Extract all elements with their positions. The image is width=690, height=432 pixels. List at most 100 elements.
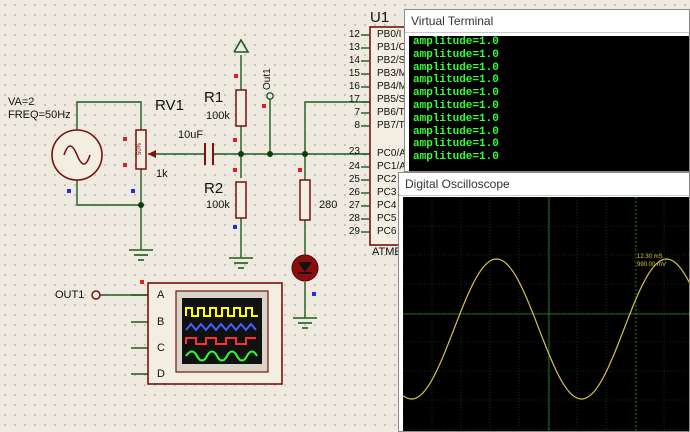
terminal-line: amplitude=1.0	[413, 87, 499, 100]
scope-channel-b: B	[157, 316, 165, 328]
sine-icon	[63, 145, 91, 165]
mcu-pin-number: 8	[354, 120, 360, 131]
ground-symbol	[129, 249, 317, 329]
mcu-pin-name: PB3/M	[377, 68, 408, 79]
readout-voltage: 990.00 mV	[637, 262, 667, 268]
scope-channel-a: A	[157, 289, 165, 301]
mcu-pin-number: 7	[354, 107, 360, 118]
terminal-line: amplitude=1.0	[413, 99, 499, 112]
source-frequency-label: FREQ=50Hz	[8, 109, 71, 121]
mcu-pin-number: 29	[348, 226, 360, 237]
resistor-r3[interactable]	[299, 179, 311, 221]
mcu-pin-number: 14	[348, 55, 360, 66]
mcu-pin-name: PB0/I	[377, 29, 402, 40]
junction-dot	[138, 151, 308, 208]
pin-marker	[312, 292, 316, 296]
mcu-pin-name: PB6/T	[377, 107, 405, 118]
wire	[76, 180, 141, 206]
r2-value-label: 100k	[206, 199, 230, 211]
terminal-line: amplitude=1.0	[413, 36, 499, 48]
mcu-pin-name: PB5/S	[377, 94, 406, 105]
oscilloscope-trace	[403, 258, 689, 400]
r1-name-label: R1	[204, 89, 224, 106]
terminal-output[interactable]: amplitude=1.0 amplitude=1.0 amplitude=1.…	[409, 36, 689, 171]
virtual-terminal-window[interactable]: Virtual Terminal amplitude=1.0 amplitude…	[404, 9, 690, 172]
pin-marker	[262, 104, 266, 108]
digital-oscilloscope-window[interactable]: Digital Oscilloscope 12.30 mS 990.00 mV	[398, 172, 690, 432]
pin-marker	[234, 74, 238, 78]
pin-marker	[67, 189, 71, 193]
scope-preview-traces	[185, 307, 258, 362]
probe-name-label: Out1	[262, 68, 273, 90]
wire	[304, 101, 370, 154]
mcu-pin-name: PC3	[377, 187, 397, 198]
terminal-out1-label: OUT1	[55, 289, 85, 301]
mcu-pin-name: PB7/T	[377, 120, 405, 131]
rv1-name-label: RV1	[155, 97, 184, 114]
mcu-pin-number: 23	[348, 146, 360, 157]
mcu-pin-number: 26	[348, 187, 360, 198]
mcu-pin-number: 13	[348, 42, 360, 53]
mcu-pin-name: PC6	[377, 226, 397, 237]
wire	[76, 101, 142, 130]
mcu-pin-number: 28	[348, 213, 360, 224]
mcu-pin-name: PC0/A	[377, 148, 406, 159]
terminal-line: amplitude=1.0	[413, 61, 499, 74]
terminal-line: amplitude=1.0	[413, 138, 499, 151]
mcu-pin-number: 12	[348, 29, 360, 40]
mcu-pin-number: 17	[348, 94, 360, 105]
pin-marker	[123, 163, 127, 167]
oscilloscope-display[interactable]: 12.30 mS 990.00 mV	[403, 197, 689, 431]
mcu-pin-name: PC1/A	[377, 161, 406, 172]
pin-marker	[233, 168, 237, 172]
terminal-line: amplitude=1.0	[413, 74, 499, 87]
mcu-pin-number: 24	[348, 161, 360, 172]
mcu-pin-name: PC2	[377, 174, 397, 185]
resistor-r1[interactable]	[235, 89, 247, 127]
readout-time: 12.30 mS	[637, 254, 663, 260]
capacitor-value-label: 10uF	[178, 129, 204, 141]
rv1-wiper-label: 50%	[137, 142, 143, 155]
mcu-pin-number: 16	[348, 81, 360, 92]
mcu-part-label: ATME	[372, 246, 402, 258]
pin-marker	[298, 168, 302, 172]
scope-channel-c: C	[157, 342, 165, 354]
mcu-pin-number: 27	[348, 200, 360, 211]
mcu-pin-number: 25	[348, 174, 360, 185]
r1-value-label: 100k	[206, 110, 230, 122]
wiper-arrow-icon	[148, 150, 156, 158]
power-supply-arrow	[233, 38, 250, 53]
oscilloscope-graph	[403, 197, 689, 431]
virtual-terminal-title[interactable]: Virtual Terminal	[405, 10, 689, 33]
mcu-name-label: U1	[370, 9, 390, 26]
r3-value-label: 280	[319, 199, 338, 211]
terminal-out1[interactable]	[91, 290, 101, 300]
mcu-pin-name: PC5	[377, 213, 397, 224]
mcu-u1[interactable]	[369, 26, 407, 246]
pin-marker	[233, 225, 237, 229]
pin-marker	[123, 137, 127, 141]
probe-out1[interactable]	[266, 92, 274, 100]
terminal-line: amplitude=1.0	[413, 125, 499, 138]
terminal-line: amplitude=1.0	[413, 48, 499, 61]
pin-marker	[233, 138, 237, 142]
source-amplitude-label: VA=2	[8, 96, 35, 108]
potentiometer-rv1[interactable]	[135, 129, 147, 170]
resistor-r2[interactable]	[235, 181, 247, 219]
scope-channel-d: D	[157, 368, 165, 380]
mcu-pin-name: PC4	[377, 200, 397, 211]
oscilloscope-grid	[403, 197, 689, 431]
mcu-pin-number: 15	[348, 68, 360, 79]
terminal-line: amplitude=1.0	[413, 112, 499, 125]
mcu-pin-name: PB1/C	[377, 42, 406, 53]
r2-name-label: R2	[204, 180, 224, 197]
pin-marker	[140, 280, 144, 284]
pin-marker	[131, 189, 135, 193]
rv1-value-label: 1k	[156, 168, 168, 180]
oscilloscope-title[interactable]: Digital Oscilloscope	[399, 173, 689, 196]
mcu-pin-name: PB2/S	[377, 55, 406, 66]
led-indicator[interactable]	[291, 254, 319, 282]
mcu-pin-name: PB4/M	[377, 81, 408, 92]
terminal-line: amplitude=1.0	[413, 151, 499, 164]
